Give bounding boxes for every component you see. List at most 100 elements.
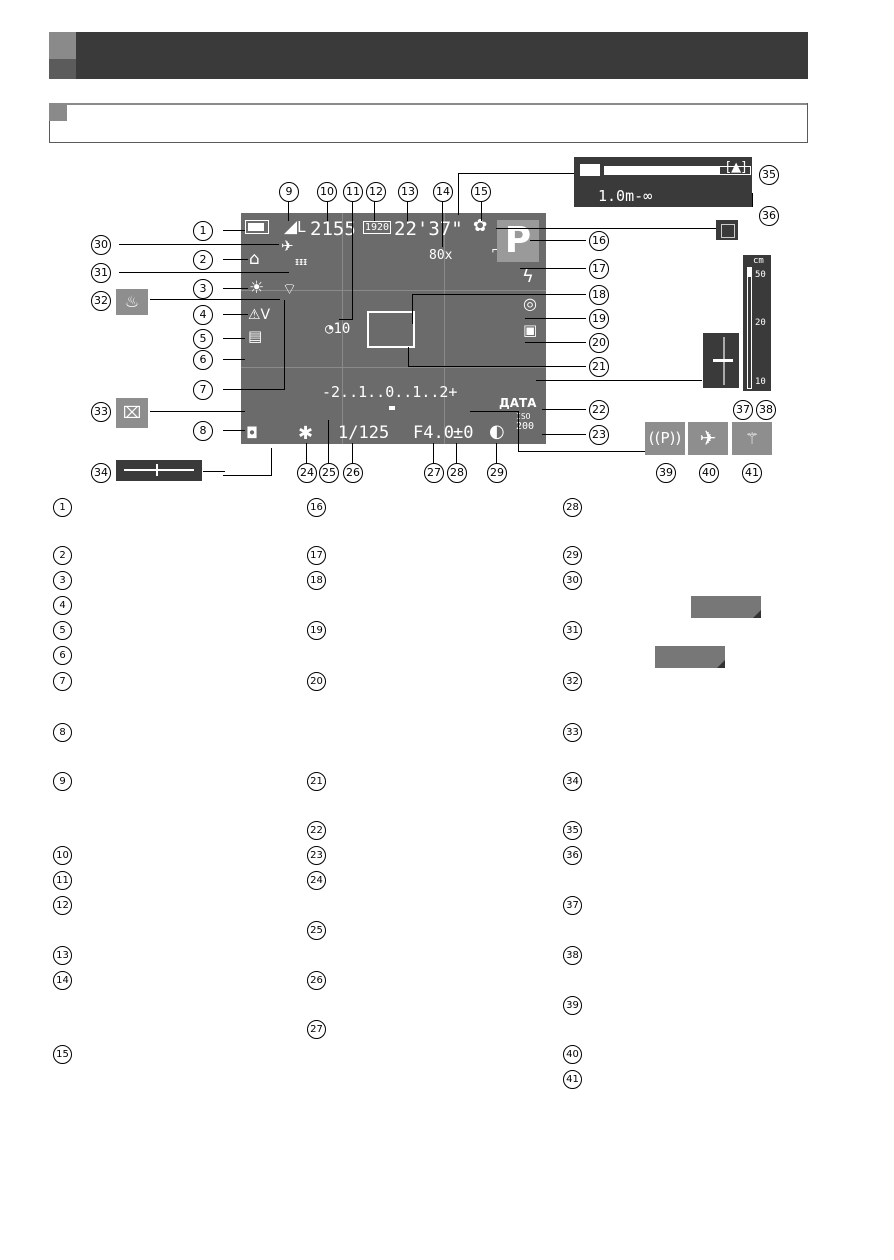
self-timer: ◔10	[325, 321, 351, 337]
airplane-box: ✈	[688, 422, 728, 455]
legend-37: 37	[563, 896, 582, 915]
camera-screen: ◢L 2155 1920 22'37" 80x ✿ ⌐ ⌂ ✈ ᵻᵻᵻ ☀ ⚠V…	[241, 213, 546, 444]
scene-icon-box: ♨	[116, 289, 148, 315]
callout-24: 24	[297, 463, 317, 483]
iso-value: 200	[516, 421, 535, 432]
legend-8: 8	[53, 723, 72, 742]
legend-23: 23	[307, 846, 326, 865]
camera-shake-box: ⌧	[116, 398, 148, 428]
mf-range: 1.0m-∞	[598, 187, 653, 205]
legend-29: 29	[563, 546, 582, 565]
callout-10: 10	[317, 182, 337, 202]
legend-10: 10	[53, 846, 72, 865]
mountain-icon: [▲]	[726, 160, 747, 175]
callout-12: 12	[366, 182, 386, 202]
callout-3: 3	[193, 279, 213, 299]
legend-25: 25	[307, 921, 326, 940]
callout-23: 23	[589, 425, 609, 445]
iso-label: ISO	[516, 412, 531, 421]
legend-28: 28	[563, 498, 582, 517]
legend-20: 20	[307, 672, 326, 691]
legend-18: 18	[307, 571, 326, 590]
white-balance-icon: ☀	[249, 278, 265, 298]
date-stamp: ДАТА	[499, 396, 537, 410]
tripod-icon: ⚚	[744, 429, 760, 448]
zoom-bar	[116, 460, 202, 481]
level-indicator	[703, 333, 739, 388]
callout-34: 34	[91, 463, 111, 483]
airplane-icon: ✈	[699, 426, 717, 450]
callout-29: 29	[487, 463, 507, 483]
callout-33: 33	[91, 402, 111, 422]
callout-37: 37	[733, 400, 753, 420]
gps-icon: ✈	[281, 237, 294, 255]
legend-14: 14	[53, 971, 72, 990]
still-image-size-icon: ◢L	[284, 217, 306, 237]
section-marker	[49, 103, 67, 121]
lamp-icon: ♨	[124, 292, 140, 311]
shooting-mode-box: P	[497, 220, 539, 262]
flash-auto-icon: ϟ	[522, 266, 534, 287]
shutter-speed: 1/125	[338, 423, 390, 443]
legend-13: 13	[53, 946, 72, 965]
callout-1: 1	[193, 221, 213, 241]
legend-11: 11	[53, 871, 72, 890]
macro-focus-icon: ✿	[473, 216, 488, 236]
legend-27: 27	[307, 1020, 326, 1039]
callout-20: 20	[589, 333, 609, 353]
face-icon	[721, 224, 735, 238]
ae-lock-icon: ✱	[298, 423, 314, 444]
callout-9: 9	[279, 182, 299, 202]
exposure-pointer	[389, 406, 395, 410]
callout-30: 30	[91, 235, 111, 255]
legend-32: 32	[563, 672, 582, 691]
header-marker-light	[49, 32, 76, 59]
shake-detect-box: ((P))	[645, 422, 685, 455]
callout-25: 25	[319, 463, 339, 483]
callout-41: 41	[742, 463, 762, 483]
callout-35: 35	[759, 165, 779, 185]
legend-17: 17	[307, 546, 326, 565]
exposure-compensation: ±0	[453, 423, 474, 443]
legend-1: 1	[53, 498, 72, 517]
legend-35: 35	[563, 821, 582, 840]
zoom-ratio: 80x	[429, 248, 453, 263]
callout-36: 36	[759, 206, 779, 226]
callout-13: 13	[398, 182, 418, 202]
af-frame	[367, 311, 415, 348]
callout-19: 19	[589, 309, 609, 329]
callout-18: 18	[589, 285, 609, 305]
mf-lines: ⌐	[491, 244, 501, 256]
callout-26: 26	[343, 463, 363, 483]
image-stabilizer-icon: ◎	[523, 294, 537, 313]
exposure-scale: -2..1..0..1..2+	[322, 383, 458, 401]
callout-5: 5	[193, 329, 213, 349]
callout-15: 15	[471, 182, 491, 202]
aperture: F4.0	[413, 423, 454, 443]
callout-32: 32	[91, 291, 111, 311]
callout-8: 8	[193, 421, 213, 441]
legend-40: 40	[563, 1045, 582, 1064]
callout-14: 14	[433, 182, 453, 202]
reference-tag-2	[655, 646, 725, 668]
legend-15: 15	[53, 1045, 72, 1064]
section-header-bar	[49, 103, 808, 143]
callout-7: 7	[193, 380, 213, 400]
callout-38: 38	[756, 400, 776, 420]
my-colors-icon: ⚠V	[248, 307, 271, 323]
camera-mode-icon: ⌂	[249, 249, 260, 269]
shake-camera-icon: ⌧	[122, 403, 142, 422]
legend-6: 6	[53, 646, 72, 665]
callout-2: 2	[193, 250, 213, 270]
callout-27: 27	[424, 463, 444, 483]
legend-38: 38	[563, 946, 582, 965]
mf-bar-fill	[604, 166, 719, 175]
macro-icon	[580, 164, 600, 176]
battery-icon	[245, 220, 269, 234]
tripod-box: ⚚	[732, 422, 772, 455]
legend-3: 3	[53, 571, 72, 590]
flash-exposure-icon: ▣	[523, 321, 538, 339]
wifi-icon: ⌔	[282, 279, 298, 298]
chapter-header-bar	[49, 32, 808, 79]
metering-icon: ◘	[246, 424, 258, 442]
